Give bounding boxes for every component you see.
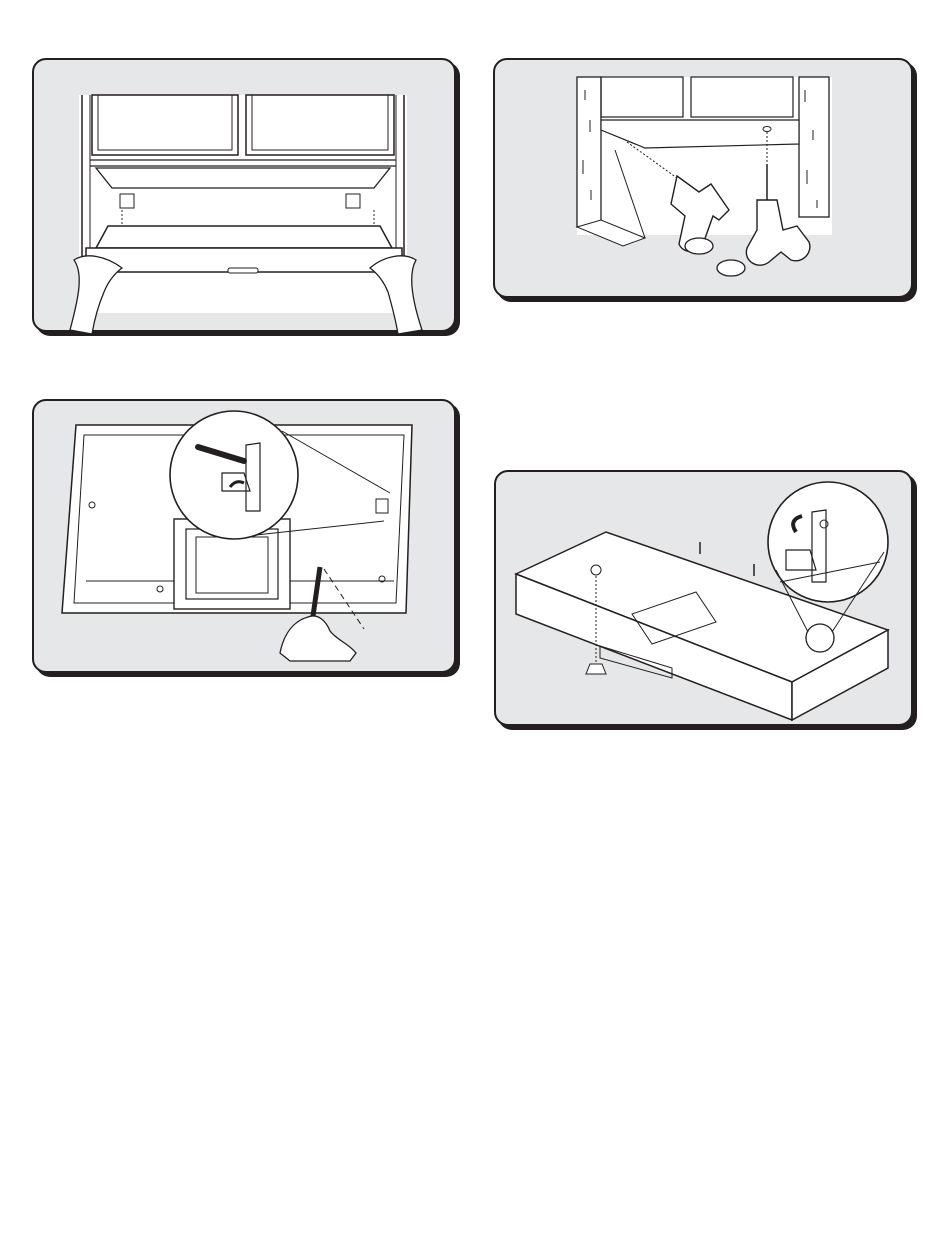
figure-panel-2 [493,58,913,298]
figure-panel-3 [32,399,456,673]
hood-lift-into-cabinet-illustration [34,60,458,334]
figure-panel-1 [32,58,456,332]
hood-top-screws-illustration [496,472,915,728]
figure-panel-4 [494,470,913,726]
drill-cabinet-bottom-illustration [495,60,915,300]
screwdriver-keyhole-bracket-illustration [34,401,458,675]
